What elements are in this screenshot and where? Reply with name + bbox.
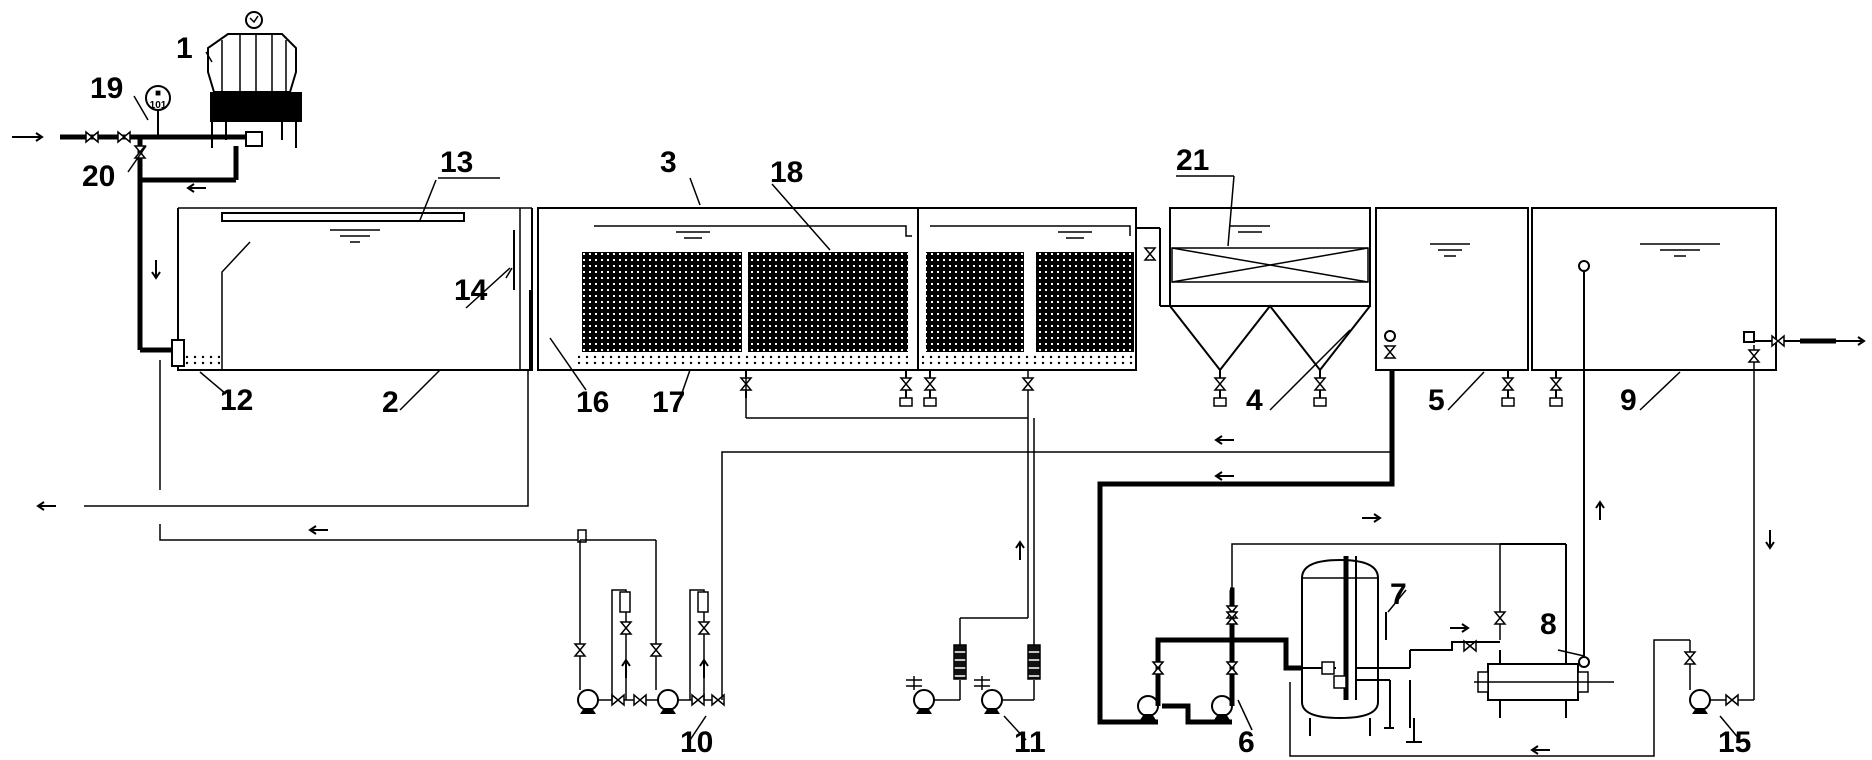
regulating-tank	[171, 207, 533, 371]
heat-exchanger	[1410, 271, 1614, 718]
label-14: 14	[454, 274, 488, 307]
svg-text:■: ■	[155, 88, 161, 99]
label-16: 16	[576, 386, 609, 419]
label-7: 7	[1390, 578, 1407, 611]
sedimentation-tank	[1136, 207, 1371, 407]
air-lines	[745, 370, 1041, 715]
biofilm-tank	[537, 207, 1137, 371]
label-4: 4	[1246, 384, 1263, 417]
label-5: 5	[1428, 384, 1445, 417]
makeup-pipe	[134, 137, 239, 353]
label-3: 3	[660, 146, 677, 179]
label-13: 13	[440, 146, 473, 179]
cooling-tower	[207, 11, 302, 148]
label-1: 1	[176, 32, 193, 65]
inlet-pipe: ■ 101	[12, 85, 246, 143]
leader-lines	[127, 51, 1741, 741]
label-21: 21	[1176, 144, 1209, 177]
clear-water-tank	[1531, 207, 1865, 371]
gauge-reading: 101	[150, 100, 167, 111]
intermediate-tank	[1375, 207, 1529, 371]
label-15: 15	[1718, 726, 1751, 759]
label-6: 6	[1238, 726, 1255, 759]
label-8: 8	[1540, 608, 1557, 641]
label-12: 12	[220, 384, 253, 417]
callout-labels: 1 2 3 4 5 6 7 8 9 10 11 12 13 14 15 16 1…	[82, 32, 1751, 759]
label-10: 10	[680, 726, 713, 759]
label-18: 18	[770, 156, 803, 189]
pressure-filter	[1286, 556, 1411, 736]
label-2: 2	[382, 386, 399, 419]
return-line	[1289, 345, 1775, 757]
label-17: 17	[652, 386, 685, 419]
label-19: 19	[90, 72, 123, 105]
label-11: 11	[1014, 726, 1046, 759]
label-9: 9	[1620, 384, 1637, 417]
label-20: 20	[82, 160, 115, 193]
